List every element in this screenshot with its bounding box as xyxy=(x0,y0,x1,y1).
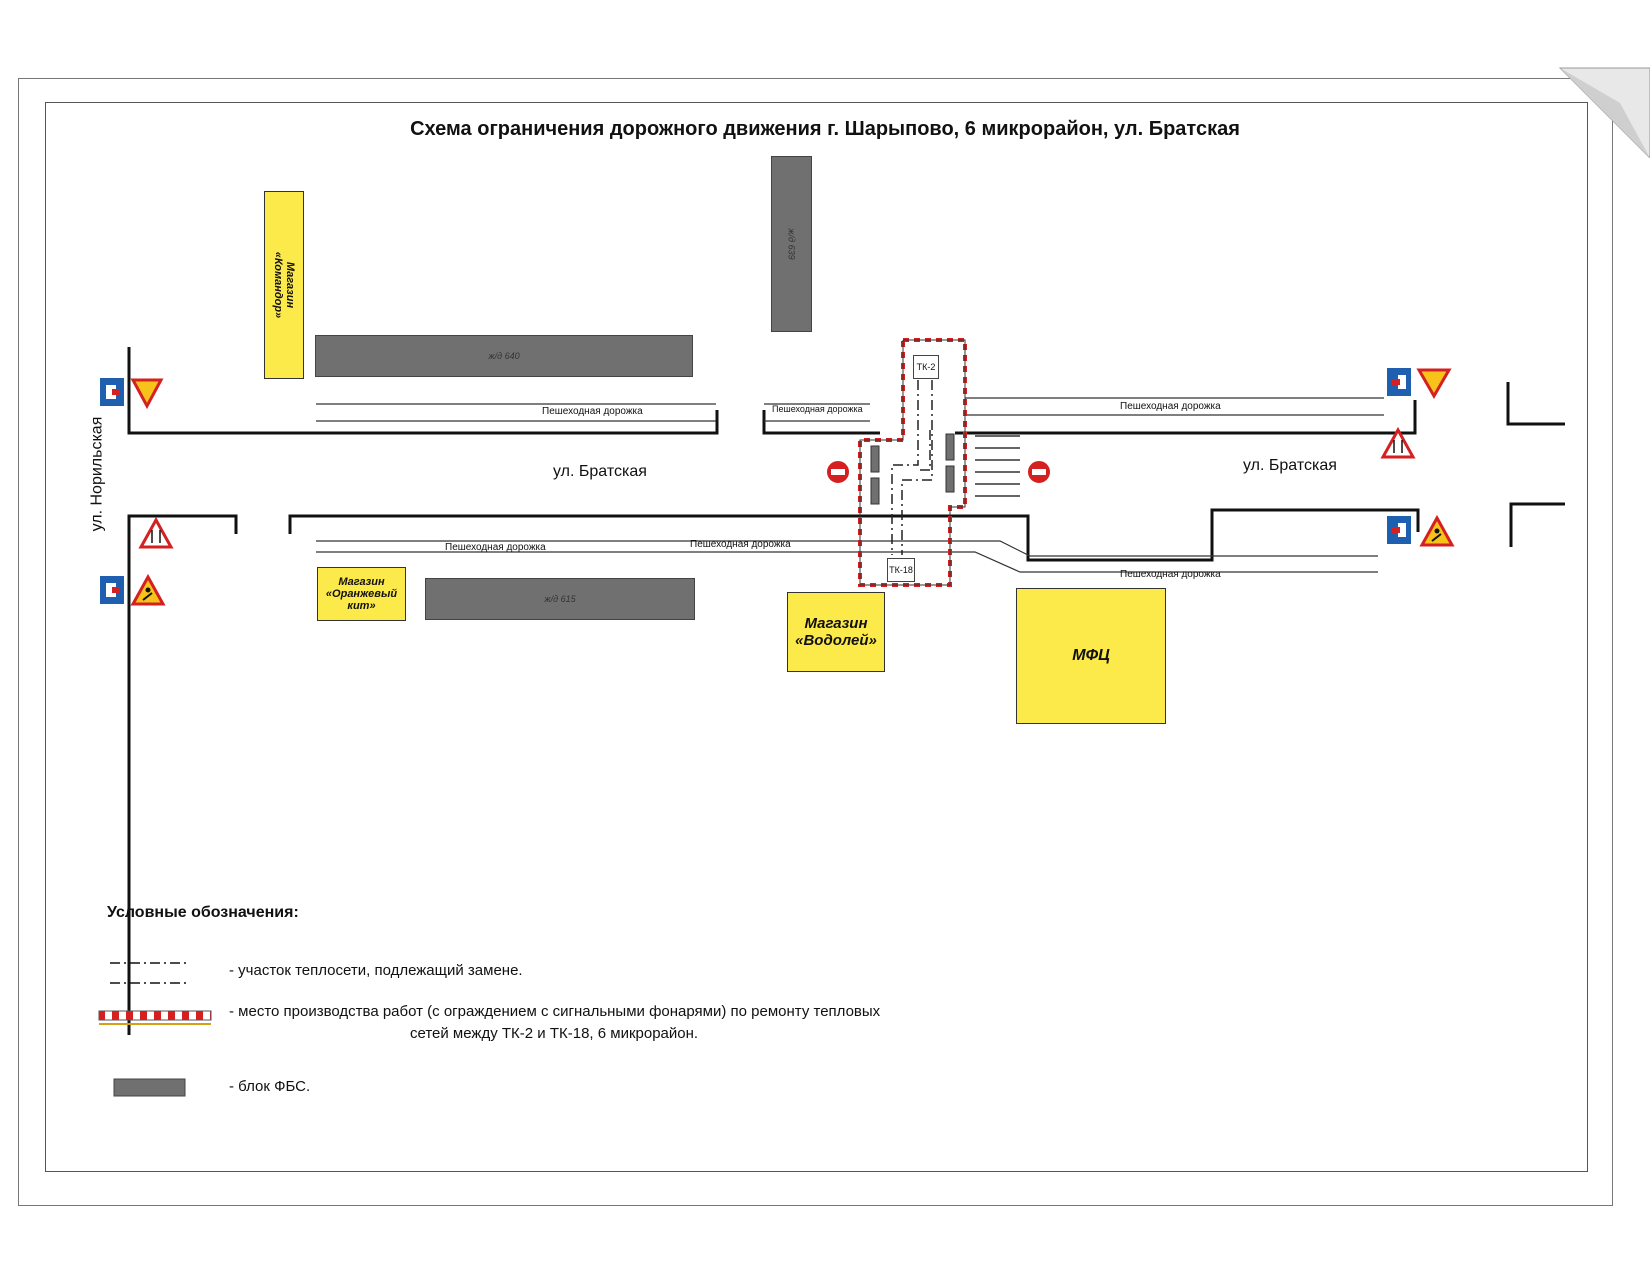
legend-fbs-symbol xyxy=(113,1078,186,1097)
two-way-traffic-sign-icon xyxy=(138,516,174,549)
building-label-640: ж/д 640 xyxy=(488,351,520,361)
legend-fbs-text: - блок ФБС. xyxy=(229,1078,311,1095)
mfc-building: МФЦ xyxy=(1016,588,1166,724)
legend-heat-network-symbol xyxy=(110,962,188,984)
page-title: Схема ограничения дорожного движения г. … xyxy=(410,118,1240,140)
no-entry-sign-icon xyxy=(1026,459,1052,485)
fbs-block-615: ж/д 615 xyxy=(425,578,695,620)
footpath-label: Пешеходная дорожка xyxy=(690,539,791,550)
chamber-tk18-label: ТК-18 xyxy=(889,565,913,575)
detour-sign-icon xyxy=(1387,368,1411,396)
street-label-bratskaya: ул. Братская xyxy=(553,463,647,480)
detour-sign-icon xyxy=(1387,516,1411,544)
shop-oranzhevy-kit-label: Магазин «Оранжевый кит» xyxy=(325,576,398,612)
shop-vodoley: Магазин «Водолей» xyxy=(787,592,885,672)
fbs-blocks-small xyxy=(870,433,955,505)
footpath-label: Пешеходная дорожка xyxy=(1120,401,1221,412)
fbs-block-639: ж/д 639 xyxy=(771,156,812,332)
chamber-tk2: ТК-2 xyxy=(913,355,939,379)
fbs-block-640: ж/д 640 xyxy=(315,335,693,377)
footpath-label: Пешеходная дорожка xyxy=(445,542,546,553)
shop-komandor: Магазин «Командор» xyxy=(264,191,304,379)
legend-work-area-text: - место производства работ (с ограждение… xyxy=(229,1003,881,1020)
two-way-traffic-sign-icon xyxy=(1380,426,1416,459)
footpath-label: Пешеходная дорожка xyxy=(542,406,643,417)
footpath-label: Пешеходная дорожка xyxy=(1120,569,1221,580)
no-entry-sign-icon xyxy=(825,459,851,485)
chamber-tk2-label: ТК-2 xyxy=(916,362,936,372)
work-area-fence xyxy=(858,338,967,587)
legend-title: Условные обозначения: xyxy=(107,904,299,921)
crosswalk xyxy=(975,435,1020,497)
outer-frame xyxy=(18,78,1613,1206)
street-label-norilskaya: ул. Норильская xyxy=(88,416,106,532)
road-edges xyxy=(127,347,1565,1035)
street-label-bratskaya: ул. Братская xyxy=(1243,457,1337,474)
shop-komandor-label: Магазин «Командор» xyxy=(272,251,296,319)
building-label-639: ж/д 639 xyxy=(786,228,797,260)
inner-frame xyxy=(45,102,1588,1172)
yield-sign-icon xyxy=(130,378,164,410)
heat-network-line xyxy=(891,380,933,555)
legend-work-area-text-2: сетей между ТК-2 и ТК-18, 6 микрорайон. xyxy=(410,1025,699,1042)
building-label-615: ж/д 615 xyxy=(544,594,576,604)
detour-sign-icon xyxy=(100,378,124,406)
legend-work-area-symbol xyxy=(98,1010,212,1025)
mfc-label: МФЦ xyxy=(1072,647,1110,664)
legend-heat-network-text: - участок теплосети, подлежащий замене. xyxy=(229,962,523,979)
shop-oranzhevy-kit: Магазин «Оранжевый кит» xyxy=(317,567,406,621)
road-works-sign-icon xyxy=(130,573,166,606)
footpath-label: Пешеходная дорожка xyxy=(772,404,863,414)
road-works-sign-icon xyxy=(1419,514,1455,547)
shop-vodoley-label: Магазин «Водолей» xyxy=(795,615,877,649)
chamber-tk18: ТК-18 xyxy=(887,558,915,582)
yield-sign-icon xyxy=(1416,368,1452,400)
page-corner-fold xyxy=(1558,67,1650,158)
detour-sign-icon xyxy=(100,576,124,604)
